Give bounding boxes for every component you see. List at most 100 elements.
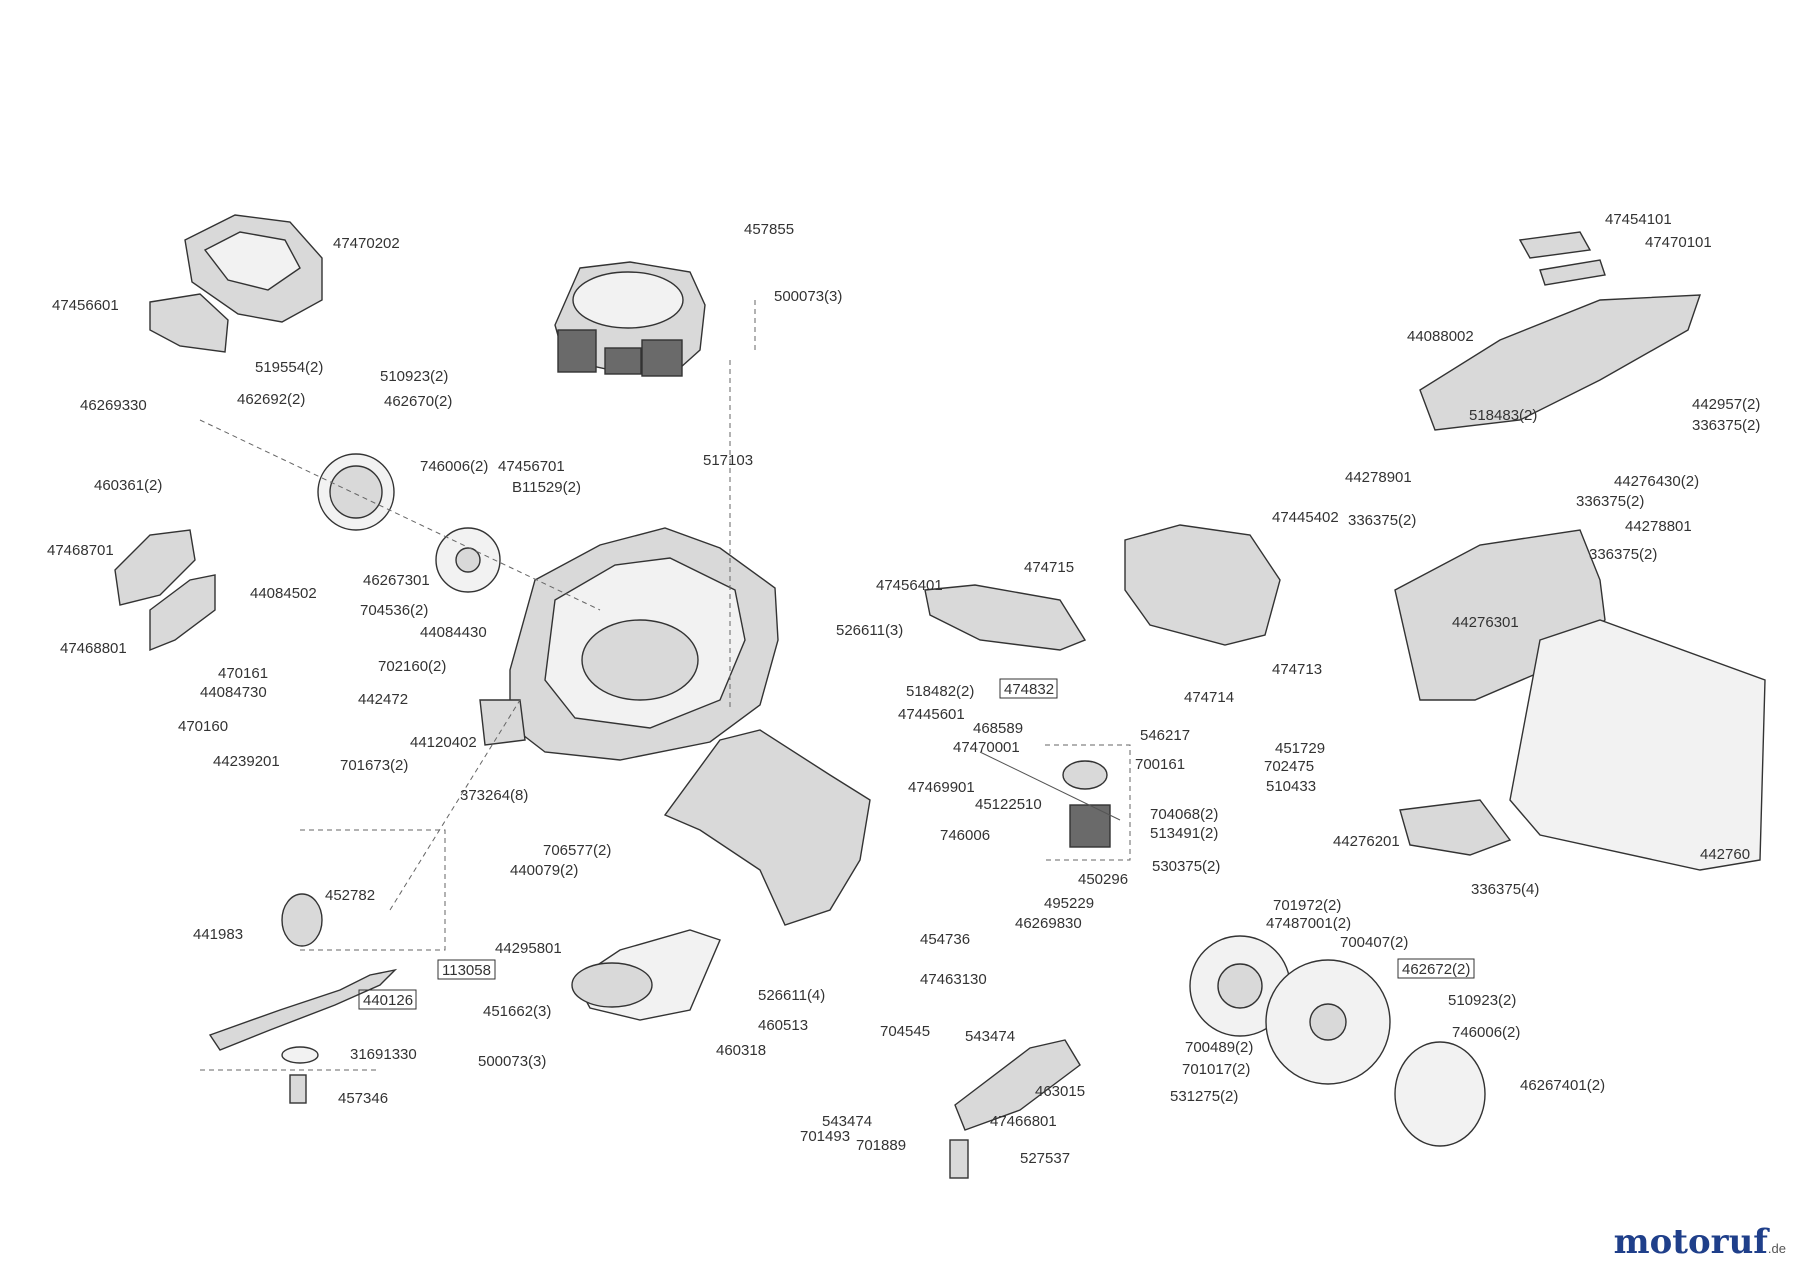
part-label: 462670(2)	[384, 393, 452, 410]
grass-bag-drawing	[1394, 529, 1766, 871]
mower-deck-drawing	[479, 527, 779, 761]
part-label: 44088002	[1407, 328, 1474, 345]
part-label: 468589	[973, 720, 1023, 737]
part-label: 746006(2)	[1452, 1024, 1520, 1041]
part-label: 460361(2)	[94, 477, 162, 494]
part-label: 450296	[1078, 871, 1128, 888]
part-label: 702160(2)	[378, 658, 446, 675]
part-label: 701889	[856, 1137, 906, 1154]
part-label: 44295801	[495, 940, 562, 957]
part-label: 519554(2)	[255, 359, 323, 376]
part-label: 47454101	[1605, 211, 1672, 228]
part-label: 442957(2)	[1692, 396, 1760, 413]
part-label: 47470202	[333, 235, 400, 252]
part-label: 518482(2)	[906, 683, 974, 700]
part-label: 47466801	[990, 1113, 1057, 1130]
part-label: 47445601	[898, 706, 965, 723]
part-label: 44276301	[1452, 614, 1519, 631]
part-label: 546217	[1140, 727, 1190, 744]
part-label: 47463130	[920, 971, 987, 988]
part-label: 510923(2)	[380, 368, 448, 385]
part-label: 44084502	[250, 585, 317, 602]
part-label: 45122510	[975, 796, 1042, 813]
part-label: 31691330	[350, 1046, 417, 1063]
boxed-part-label: 440126	[358, 989, 417, 1010]
part-label: 457346	[338, 1090, 388, 1107]
part-label: 462672(2)	[1402, 961, 1470, 978]
part-label: 452782	[325, 887, 375, 904]
part-label: 46269830	[1015, 915, 1082, 932]
part-label: 526611(4)	[758, 987, 825, 1004]
part-label: 440126	[363, 992, 413, 1009]
part-label: 44278801	[1625, 518, 1692, 535]
part-label: 47445402	[1272, 509, 1339, 526]
part-label: 470161	[218, 665, 268, 682]
part-label: 442760	[1700, 846, 1750, 863]
part-label: 474715	[1024, 559, 1074, 576]
part-label: 701673(2)	[340, 757, 408, 774]
part-label: 457855	[744, 221, 794, 238]
part-label: 46267301	[363, 572, 430, 589]
watermark-suffix: .de	[1767, 1241, 1786, 1256]
part-label: 474832	[1004, 681, 1054, 698]
boxed-part-label: 462672(2)	[1397, 958, 1475, 979]
part-label: 336375(2)	[1348, 512, 1416, 529]
part-label: 701017(2)	[1182, 1061, 1250, 1078]
part-label: 518483(2)	[1469, 407, 1537, 424]
part-label: 700407(2)	[1340, 934, 1408, 951]
boxed-part-label: 113058	[437, 959, 496, 980]
part-label: 47456401	[876, 577, 943, 594]
part-label: 706577(2)	[543, 842, 611, 859]
side-flap-drawing	[114, 529, 216, 652]
part-label: B11529(2)	[512, 479, 581, 496]
part-label: 46267401(2)	[1520, 1077, 1605, 1094]
part-label: 526611(3)	[836, 622, 903, 639]
part-label: 113058	[442, 962, 491, 979]
boxed-part-label: 474832	[999, 678, 1058, 699]
assembly-line	[199, 419, 601, 611]
part-label: 47470101	[1645, 234, 1712, 251]
part-label: 462692(2)	[237, 391, 305, 408]
part-label: 336375(2)	[1576, 493, 1644, 510]
engine-drawing	[554, 261, 706, 377]
part-label: 701972(2)	[1273, 897, 1341, 914]
part-label: 701493	[800, 1128, 850, 1145]
part-label: 500073(3)	[774, 288, 842, 305]
rear-wheel-drawing	[1189, 935, 1486, 1147]
part-label: 500073(3)	[478, 1053, 546, 1070]
catcher-cover-drawing	[149, 214, 323, 353]
part-label: 47468701	[47, 542, 114, 559]
part-label: 530375(2)	[1152, 858, 1220, 875]
part-label: 513491(2)	[1150, 825, 1218, 842]
part-label: 44239201	[213, 753, 280, 770]
part-label: 47470001	[953, 739, 1020, 756]
handle-drawing	[1419, 231, 1701, 431]
part-label: 336375(2)	[1692, 417, 1760, 434]
gearbox-drawing	[979, 751, 1121, 848]
part-label: 451662(3)	[483, 1003, 551, 1020]
part-label: 460513	[758, 1017, 808, 1034]
part-label: 704536(2)	[360, 602, 428, 619]
part-label: 47487001(2)	[1266, 915, 1351, 932]
part-label: 460318	[716, 1042, 766, 1059]
part-label: 746006(2)	[420, 458, 488, 475]
part-label: 495229	[1044, 895, 1094, 912]
part-label: 440079(2)	[510, 862, 578, 879]
watermark-name: motoruf	[1613, 1222, 1768, 1262]
side-cover-drawing	[924, 524, 1281, 651]
part-label: 47456601	[52, 297, 119, 314]
part-label: 700161	[1135, 756, 1185, 773]
part-label: 700489(2)	[1185, 1039, 1253, 1056]
part-label: 451729	[1275, 740, 1325, 757]
part-label: 47469901	[908, 779, 975, 796]
part-label: 44120402	[410, 734, 477, 751]
part-label: 454736	[920, 931, 970, 948]
part-label: 746006	[940, 827, 990, 844]
assembly-line	[389, 699, 521, 911]
part-label: 527537	[1020, 1150, 1070, 1167]
part-label: 44278901	[1345, 469, 1412, 486]
part-label: 336375(2)	[1589, 546, 1657, 563]
blade-drawing	[208, 893, 398, 1104]
part-label: 441983	[193, 926, 243, 943]
